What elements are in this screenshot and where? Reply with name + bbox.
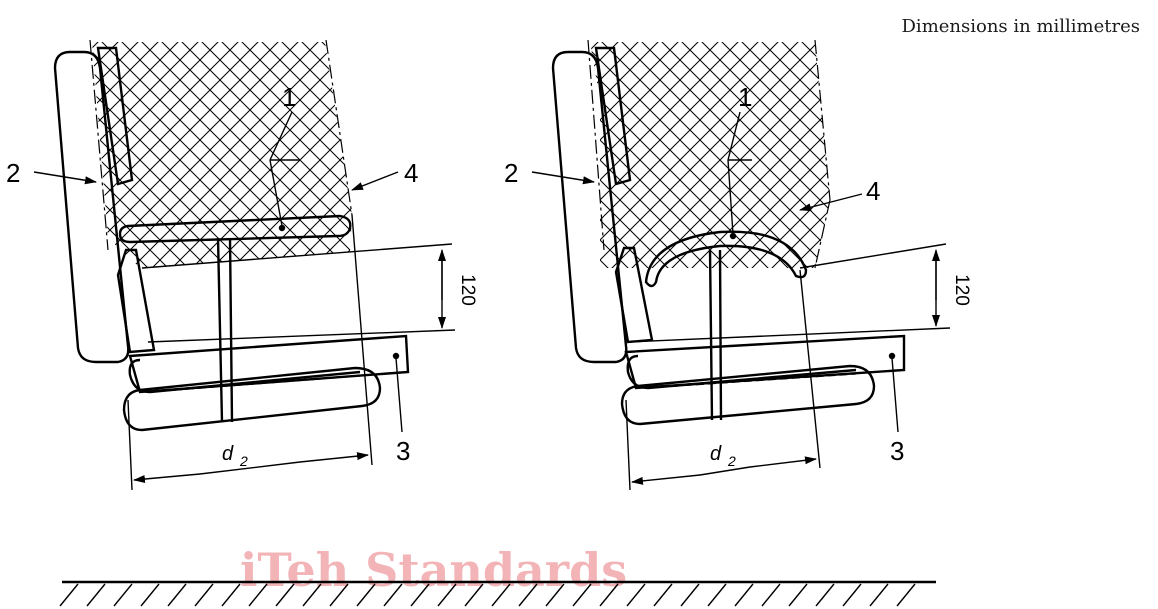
floor-hatch-line (707, 583, 727, 607)
floor-hatch-line (896, 583, 916, 607)
floor-hatch-line (842, 583, 862, 607)
dimension-height-label: 120 (457, 274, 478, 306)
floor-hatch-line (464, 583, 484, 607)
floor-hatch-line (572, 583, 592, 607)
seat-cushion (624, 334, 906, 390)
back-pad-upper (594, 46, 632, 186)
floor-hatch-line (545, 583, 565, 607)
back-pad-upper (96, 46, 134, 186)
floor-hatch-line (140, 583, 160, 607)
floor-hatch-line (383, 583, 403, 607)
floor-hatch-line (221, 583, 241, 607)
dimension-width-symbol: d (710, 443, 722, 465)
floor-hatch-line (869, 583, 889, 607)
label-1: 1 (738, 82, 752, 112)
crosshatch-zone (590, 42, 830, 268)
floor-hatch-line (653, 583, 673, 607)
reference-line-rear (89, 39, 109, 251)
floor-hatch-line (194, 583, 214, 607)
label-4: 4 (866, 176, 880, 206)
seat-base (122, 366, 382, 432)
label-2: 2 (504, 158, 518, 188)
floor-hatch-line (599, 583, 619, 607)
dimension-width-subscript: 2 (239, 453, 248, 469)
floor-hatch-line (815, 583, 835, 607)
figure-right: 120 d 2 2 1 4 3 (504, 39, 972, 491)
floor-line (59, 580, 936, 607)
floor-hatch-line (248, 583, 268, 607)
seat-cushion (128, 334, 410, 394)
floor-hatch-line (788, 583, 808, 607)
dimension-width-subscript: 2 (727, 453, 736, 469)
reference-line-front (325, 39, 353, 216)
floor-hatch-line (437, 583, 457, 607)
label-1: 1 (282, 82, 296, 112)
dimensions-note: Dimensions in millimetres (901, 16, 1141, 37)
seat-plate-flat (118, 214, 352, 244)
floor-hatch-line (491, 583, 511, 607)
floor-hatch-line (734, 583, 754, 607)
back-pad-lower (116, 248, 156, 354)
floor-hatch-line (59, 583, 79, 607)
label-3: 3 (890, 436, 904, 466)
floor-hatch-line (761, 583, 781, 607)
floor-hatch-line (626, 583, 646, 607)
watermark: iTeh Standards (240, 543, 627, 597)
dimension-width-symbol: d (222, 443, 234, 465)
seat-base (620, 364, 876, 426)
floor-hatch-line (329, 583, 349, 607)
floor-hatch-line (302, 583, 322, 607)
label-3: 3 (396, 436, 410, 466)
crosshatch-zone (92, 42, 352, 268)
seat-plate-curved (644, 230, 808, 288)
floor-hatch-line (167, 583, 187, 607)
backrest (551, 50, 628, 364)
floor-hatch-line (410, 583, 430, 607)
floor-hatch-line (518, 583, 538, 607)
floor-hatch-line (113, 583, 133, 607)
floor-hatch-line (680, 583, 700, 607)
floor-hatch-line (356, 583, 376, 607)
floor-hatch-line (275, 583, 295, 607)
figure-left: 120 d 2 2 1 4 3 (6, 39, 478, 491)
label-4: 4 (404, 158, 418, 188)
floor-hatch-line (86, 583, 106, 607)
dimension-height-label: 120 (951, 274, 972, 306)
backrest (53, 50, 130, 364)
label-2: 2 (6, 158, 20, 188)
